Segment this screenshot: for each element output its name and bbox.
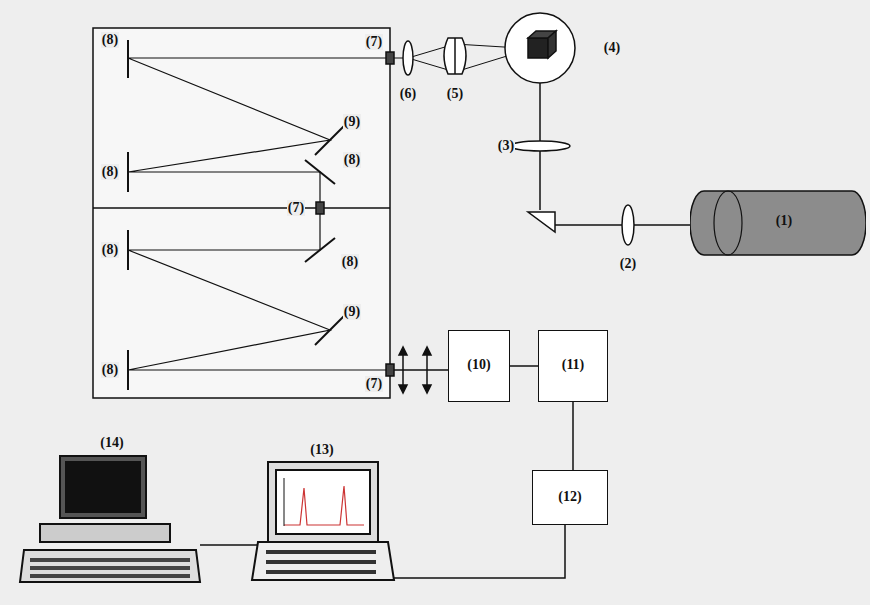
callout-number: (3) — [497, 138, 515, 154]
callout-number: (2) — [619, 256, 637, 272]
callout-number: (14) — [99, 435, 124, 451]
callout-number: (9) — [343, 304, 361, 320]
wire-connector — [510, 366, 538, 367]
callout-number: (6) — [399, 86, 417, 102]
process-box: (10) — [448, 330, 510, 402]
callout-number: (8) — [101, 164, 119, 180]
callout-number: (7) — [365, 34, 383, 50]
wire-connector — [573, 402, 574, 470]
process-box: (11) — [538, 330, 608, 402]
callout-number: (7) — [287, 200, 305, 216]
laser-source: (1) — [690, 190, 870, 256]
callout-number: (7) — [365, 376, 383, 392]
callout-number: (8) — [101, 242, 119, 258]
callout-number: (11) — [539, 357, 607, 373]
callout-number: (8) — [341, 254, 359, 270]
callout-number: (13) — [309, 442, 334, 458]
callout-number: (1) — [690, 213, 870, 229]
callout-number: (10) — [449, 357, 509, 373]
callout-number: (8) — [101, 362, 119, 378]
callout-number: (4) — [603, 40, 621, 56]
callout-number: (8) — [101, 32, 119, 48]
callout-number: (12) — [533, 489, 607, 505]
callout-number: (9) — [343, 114, 361, 130]
process-box: (12) — [532, 470, 608, 525]
callout-number: (8) — [343, 152, 361, 168]
callout-number: (5) — [446, 86, 464, 102]
